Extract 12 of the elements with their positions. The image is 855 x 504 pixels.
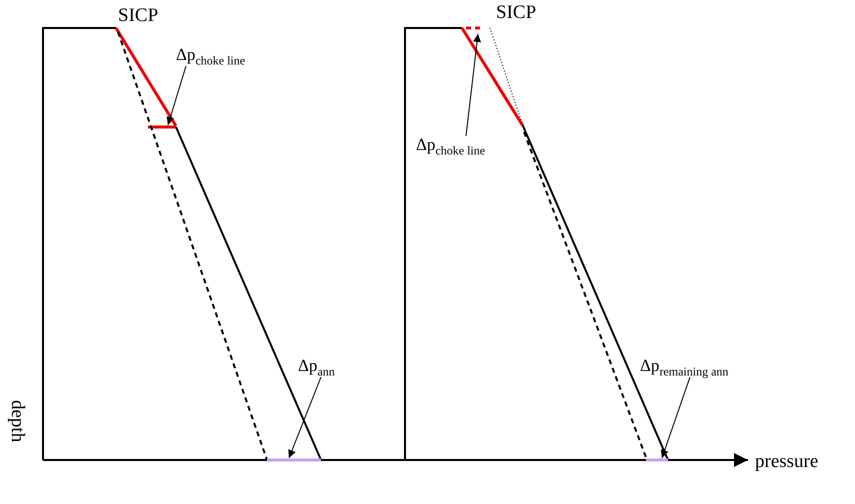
leader-arrow — [288, 376, 322, 458]
pressure-drop-label: Δp$_{choke line}$ — [416, 136, 486, 158]
pressure-label: SICP — [118, 6, 158, 27]
pressure-label: SICP — [496, 3, 536, 24]
axis-label: pressure — [755, 452, 818, 473]
pressure-drop-label: Δp$_{ann}$ — [298, 357, 335, 379]
leader-arrow — [466, 34, 482, 136]
pressure-drop-label: Δp$_{remaining ann}$ — [640, 357, 728, 379]
pressure-drop-label: Δp$_{choke line}$ — [176, 46, 246, 68]
leader-arrow — [166, 66, 186, 126]
axis-label: depth — [6, 400, 27, 442]
leader-arrow — [660, 376, 690, 458]
